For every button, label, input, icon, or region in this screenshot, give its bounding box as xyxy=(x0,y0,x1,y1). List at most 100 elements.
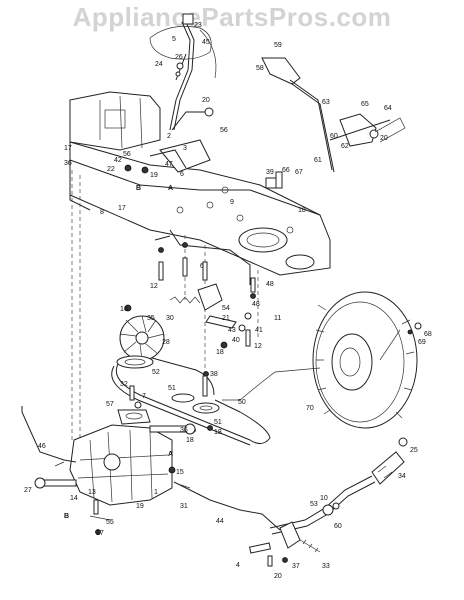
bracket-assembly xyxy=(261,57,406,173)
callout-13: 13 xyxy=(88,489,96,496)
callout-37: 37 xyxy=(292,563,300,570)
bypass-rod xyxy=(21,406,77,463)
callout-54: 54 xyxy=(222,305,230,312)
callout-Ba: B xyxy=(136,185,141,192)
callout-20a: 20 xyxy=(202,97,210,104)
callout-68: 68 xyxy=(424,331,432,338)
callout-34: 34 xyxy=(398,473,406,480)
callout-43: 43 xyxy=(228,327,236,334)
callout-48b: 48 xyxy=(252,301,260,308)
callout-42: 42 xyxy=(114,157,122,164)
callout-14: 14 xyxy=(70,495,78,502)
callout-58: 58 xyxy=(256,65,264,72)
pedal-pivot xyxy=(249,502,340,567)
callout-67: 67 xyxy=(295,169,303,176)
callout-61: 61 xyxy=(314,157,322,164)
brake-cable xyxy=(173,481,281,531)
callout-62: 62 xyxy=(341,143,349,150)
callout-52: 52 xyxy=(152,369,160,376)
callout-Aa: A xyxy=(168,185,173,192)
callout-70: 70 xyxy=(306,405,314,412)
callout-25: 25 xyxy=(410,447,418,454)
callout-51a: 51 xyxy=(168,385,176,392)
callout-19b: 19 xyxy=(136,503,144,510)
rear-tire xyxy=(312,291,422,429)
callout-Bb: B xyxy=(64,513,69,520)
callout-10: 10 xyxy=(320,495,328,502)
callout-16: 16 xyxy=(120,306,128,313)
callout-56b: 56 xyxy=(123,151,131,158)
callout-17c: 17 xyxy=(96,530,104,537)
pulley-hub xyxy=(117,409,151,425)
callout-20c: 20 xyxy=(274,573,282,580)
callout-33: 33 xyxy=(322,563,330,570)
transmission-pulley xyxy=(116,355,154,369)
callout-44: 44 xyxy=(216,518,224,525)
callout-18b: 18 xyxy=(216,349,224,356)
callout-20b: 20 xyxy=(380,135,388,142)
callout-66: 66 xyxy=(282,167,290,174)
callout-28: 28 xyxy=(162,339,170,346)
callout-Ab: A xyxy=(168,451,173,458)
callout-56a: 56 xyxy=(220,127,228,134)
callout-26: 26 xyxy=(175,54,183,61)
callout-22: 22 xyxy=(107,166,115,173)
callout-12a: 12 xyxy=(150,283,158,290)
callout-27: 27 xyxy=(24,487,32,494)
pedal-shaft xyxy=(269,437,408,535)
callout-17b: 17 xyxy=(118,205,126,212)
callout-24: 24 xyxy=(155,61,163,68)
callout-9: 9 xyxy=(230,199,234,206)
callout-7: 7 xyxy=(142,393,146,400)
shaft-key xyxy=(129,385,142,409)
callout-39: 39 xyxy=(266,169,274,176)
callout-59: 59 xyxy=(274,42,282,49)
watermark: AppliancePartsPros.com xyxy=(72,2,392,32)
callout-6b: 6 xyxy=(200,263,204,270)
callout-40: 40 xyxy=(232,337,240,344)
callout-6a: 6 xyxy=(180,171,184,178)
callout-21: 21 xyxy=(222,315,230,322)
callout-1: 1 xyxy=(154,489,158,496)
control-plate xyxy=(124,139,283,189)
callout-45: 45 xyxy=(202,39,210,46)
callout-50: 50 xyxy=(238,399,246,406)
drive-belt xyxy=(111,357,271,446)
callout-60: 60 xyxy=(330,133,338,140)
callout-36b: 36 xyxy=(180,427,188,434)
callout-48a: 48 xyxy=(266,281,274,288)
callout-53: 53 xyxy=(310,501,318,508)
idler-bracket xyxy=(169,283,252,349)
callout-32: 32 xyxy=(120,381,128,388)
callout-36: 36 xyxy=(64,160,72,167)
leader-lines xyxy=(54,329,401,467)
callout-65: 65 xyxy=(361,101,369,108)
seat-outline xyxy=(149,26,217,79)
callout-11: 11 xyxy=(274,315,281,322)
callout-18c: 18 xyxy=(186,437,194,444)
shift-lever xyxy=(175,53,187,81)
callout-69: 69 xyxy=(418,339,426,346)
callout-63: 63 xyxy=(322,99,330,106)
callout-4: 4 xyxy=(236,562,240,569)
callout-41: 41 xyxy=(255,327,263,334)
callout-12b: 12 xyxy=(254,343,262,350)
callout-23: 23 xyxy=(194,22,202,29)
callout-64: 64 xyxy=(384,105,392,112)
callout-18d: 18 xyxy=(214,429,222,436)
callout-35: 35 xyxy=(147,315,155,322)
callout-46: 46 xyxy=(38,443,46,450)
callout-5: 5 xyxy=(172,36,176,43)
callout-47: 47 xyxy=(165,161,173,168)
frame-bolts xyxy=(158,242,256,299)
callout-55: 55 xyxy=(106,519,114,526)
steering-shaft xyxy=(169,13,214,131)
main-frame xyxy=(69,91,331,285)
callout-3: 3 xyxy=(183,145,187,152)
callout-38: 38 xyxy=(210,371,218,378)
callout-19a: 19 xyxy=(150,172,158,179)
callout-8: 8 xyxy=(100,209,104,216)
callout-2: 2 xyxy=(167,133,171,140)
